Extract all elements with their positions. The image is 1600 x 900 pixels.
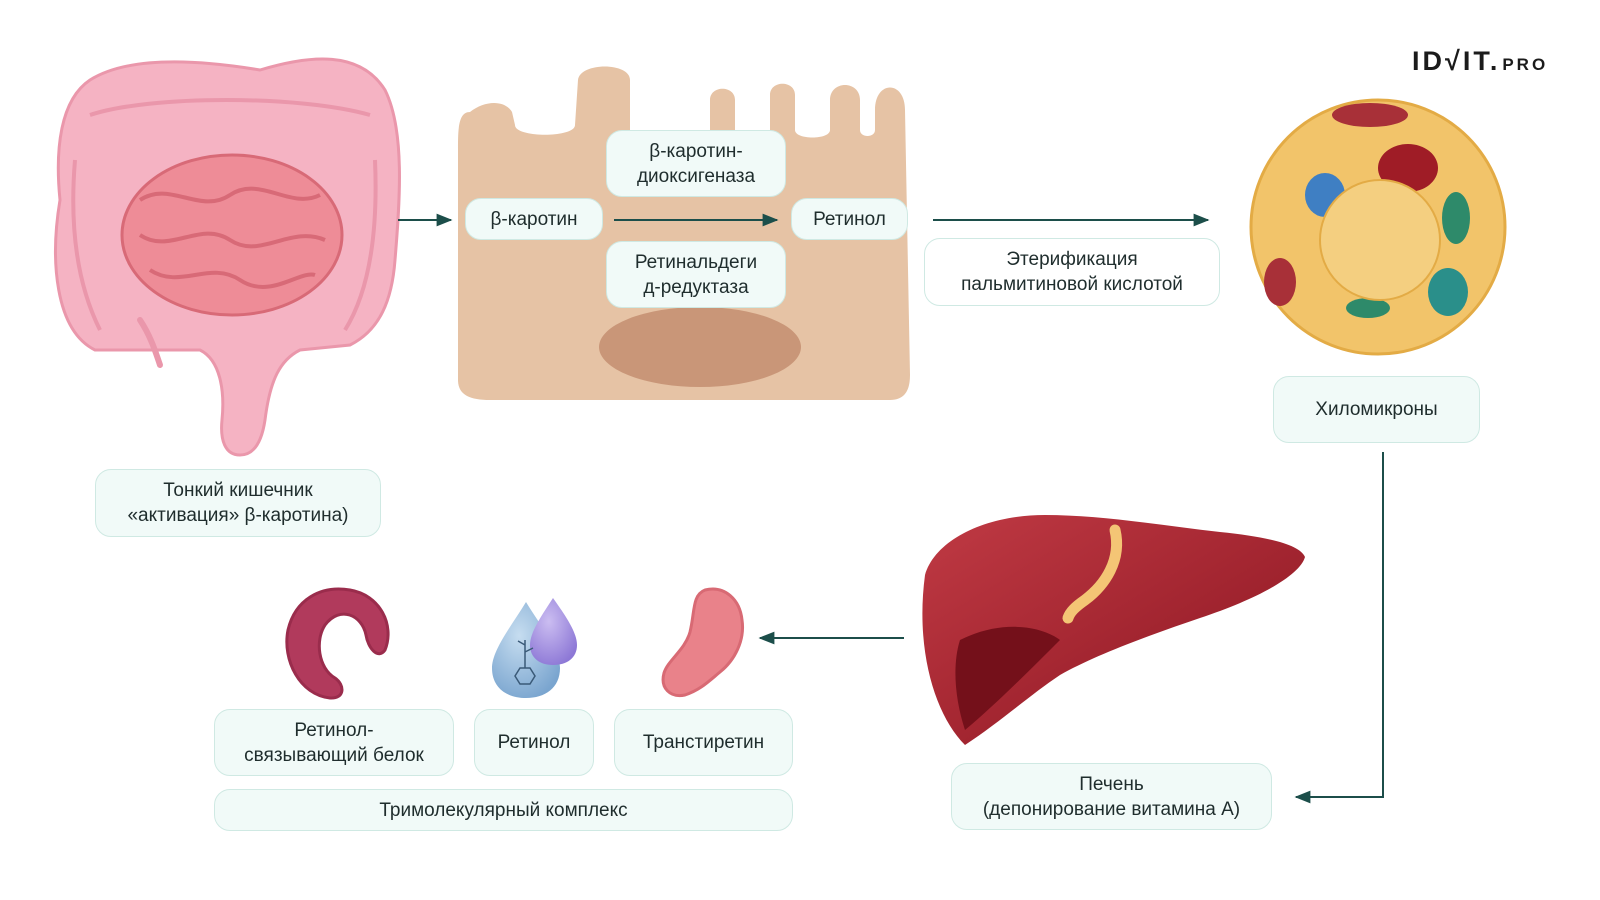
label-dioxygenase: β-каротин- диоксигеназа (606, 130, 786, 197)
logo-suffix: PRO (1502, 55, 1549, 74)
brand-logo: ID√IT. PRO (1412, 46, 1548, 77)
label-esterification: Этерификация пальмитиновой кислотой (924, 238, 1220, 306)
enterocyte-cell-illustration (458, 66, 910, 400)
label-retinol-binding-protein: Ретинол- связывающий белок (214, 709, 454, 776)
retinol-drop-illustration (492, 598, 577, 698)
liver-illustration (922, 515, 1305, 745)
label-beta-carotene: β-каротин (465, 198, 603, 240)
logo-main: ID√IT. (1412, 46, 1501, 76)
transthyretin-illustration (661, 587, 745, 698)
label-liver: Печень (депонирование витамина А) (951, 763, 1272, 830)
label-small-intestine: Тонкий кишечник «активация» β-каротина) (95, 469, 381, 537)
retinol-binding-protein-illustration (285, 587, 390, 700)
label-retinol-cell: Ретинол (791, 198, 908, 240)
label-transthyretin: Транстиретин (614, 709, 793, 776)
arrow-chylomicron-to-liver (1294, 452, 1384, 804)
label-chylomicrons: Хиломикроны (1273, 376, 1480, 443)
label-retinol: Ретинол (474, 709, 594, 776)
chylomicron-illustration (1249, 98, 1507, 356)
label-reductase: Ретинальдеги д-редуктаза (606, 241, 786, 308)
intestine-illustration (54, 57, 401, 457)
label-trimolecular-complex: Тримолекулярный комплекс (214, 789, 793, 831)
